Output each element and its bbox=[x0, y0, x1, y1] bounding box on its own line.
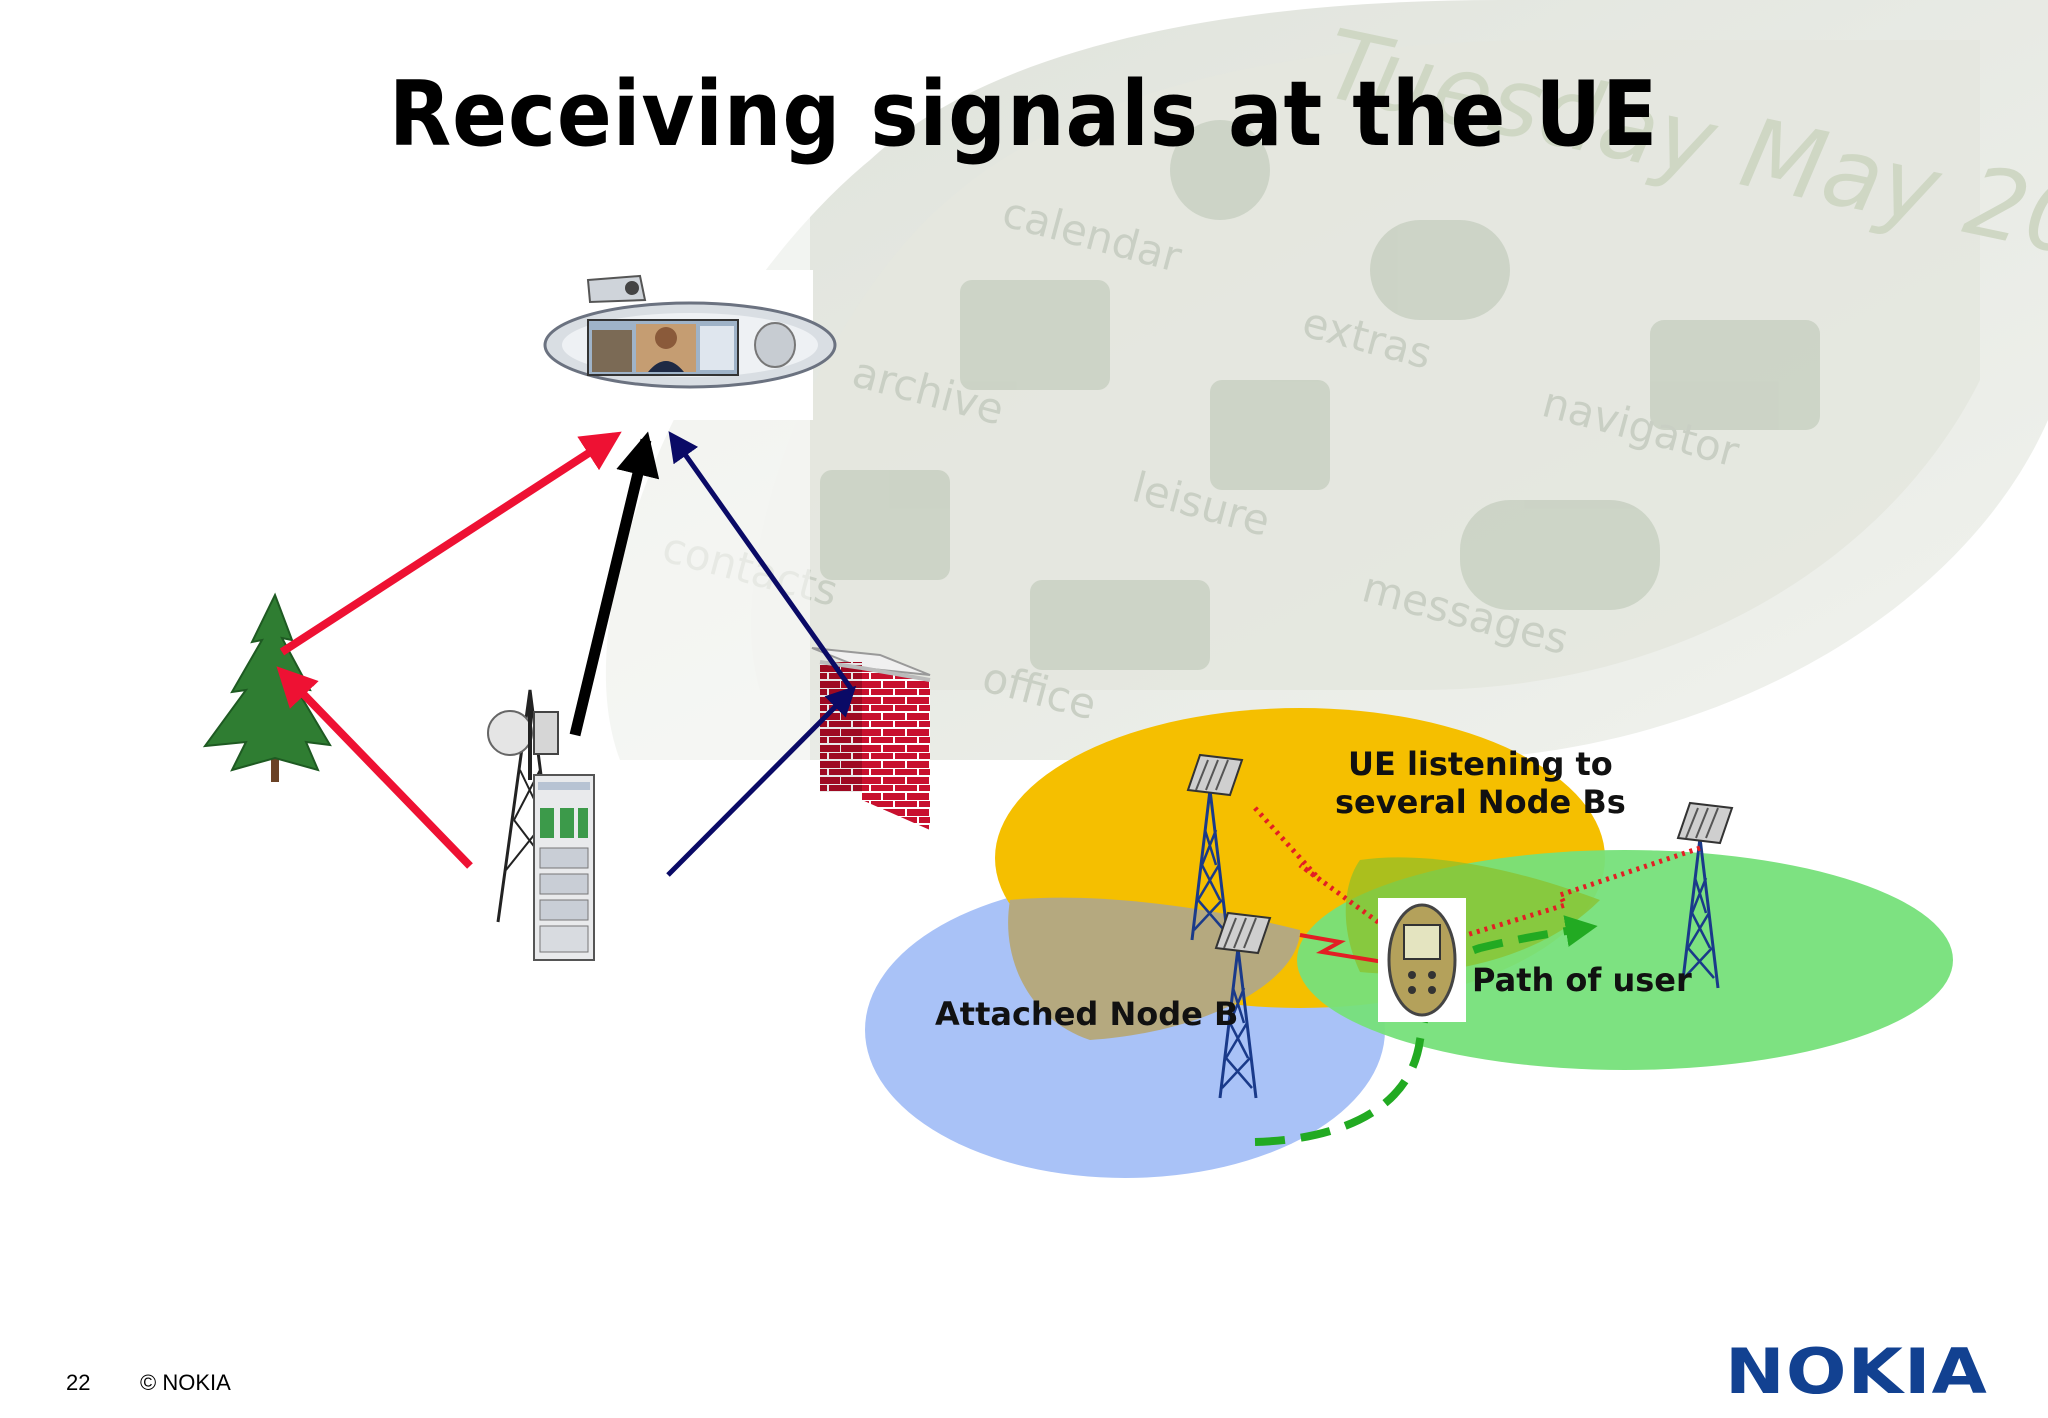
label-ue-listening: UE listening to several Node Bs bbox=[1335, 745, 1626, 821]
label-attached-node-b: Attached Node B bbox=[935, 995, 1239, 1033]
monitored-link-dotted bbox=[1253, 806, 1432, 963]
brick-wall-icon bbox=[811, 647, 931, 830]
label-path-of-user: Path of user bbox=[1472, 961, 1692, 999]
base-station-icon bbox=[487, 689, 595, 961]
page-number: 22 bbox=[66, 1370, 91, 1395]
reflection-path-to-wall bbox=[666, 685, 857, 877]
reflection-path-wall-to-ue bbox=[668, 431, 855, 692]
label-ue-listening-text: UE listening to several Node Bs bbox=[1335, 745, 1626, 821]
slide-title: Receiving signals at the UE bbox=[388, 62, 1659, 167]
active-radio-link bbox=[1299, 933, 1421, 970]
ue-videophone-icon bbox=[528, 270, 837, 420]
monitored-link-dotted bbox=[1449, 845, 1701, 943]
ue-handset-icon bbox=[1378, 898, 1466, 1022]
direct-path-arrow bbox=[569, 431, 660, 737]
tree-icon bbox=[202, 592, 332, 782]
reflection-path-tree-to-ue bbox=[279, 431, 622, 656]
reflection-path-to-tree bbox=[276, 666, 473, 869]
copyright-text: © NOKIA bbox=[140, 1370, 231, 1395]
nokia-logo: NOKIA bbox=[1725, 1335, 1989, 1408]
